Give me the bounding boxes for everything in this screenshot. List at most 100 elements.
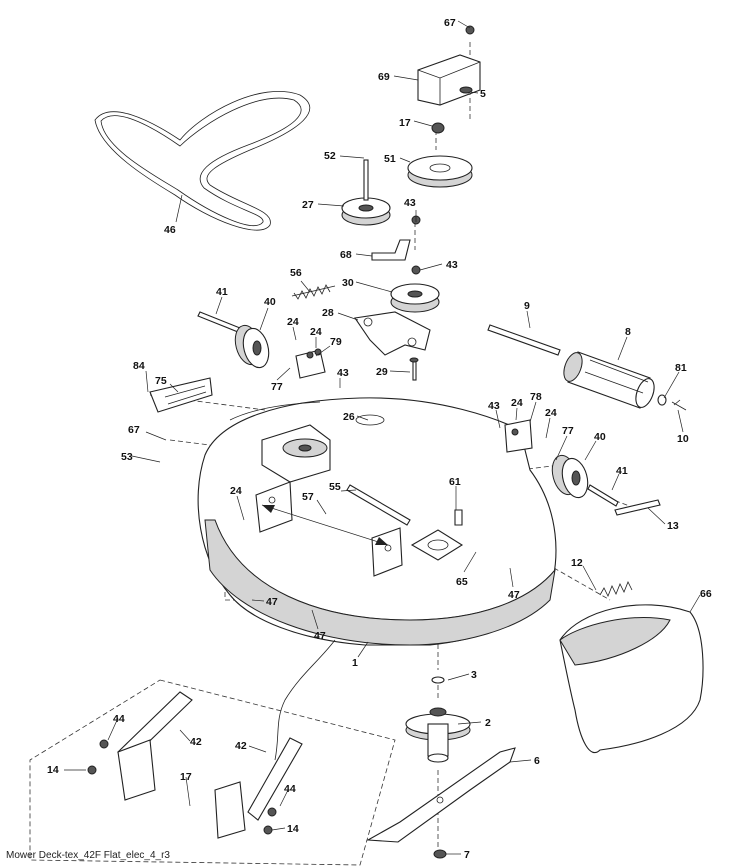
callout-47-left: 47	[266, 596, 278, 608]
callout-44-left: 44	[113, 713, 125, 725]
callout-3: 3	[471, 669, 477, 681]
callout-13: 13	[667, 520, 679, 532]
blade-bolt-part-7	[433, 849, 447, 859]
callout-41-left: 41	[216, 286, 228, 298]
callout-1: 1	[352, 657, 358, 669]
callout-81: 81	[675, 362, 687, 374]
callout-24-a: 24	[287, 316, 299, 328]
callout-67-top: 67	[444, 17, 456, 29]
callout-44-right: 44	[284, 783, 296, 795]
callout-78: 78	[530, 391, 542, 403]
callout-10: 10	[677, 433, 689, 445]
rod-part-13	[614, 499, 661, 516]
callout-9: 9	[524, 300, 530, 312]
callout-26: 26	[343, 411, 355, 423]
link-part-55	[346, 484, 411, 526]
idler-pulley-part-27	[341, 159, 391, 226]
callout-47-mid: 47	[314, 630, 326, 642]
callout-40-right: 40	[594, 431, 606, 443]
bracket-part-68	[371, 239, 411, 261]
callout-14-left: 14	[47, 764, 59, 776]
callout-55: 55	[329, 481, 341, 493]
pulley-cover-part-69	[417, 54, 481, 106]
bracket-part-61	[454, 509, 463, 526]
callout-27: 27	[302, 199, 314, 211]
callout-52: 52	[324, 150, 336, 162]
axle-bolt-part-41-right	[587, 484, 619, 507]
callout-56: 56	[290, 267, 302, 279]
callout-46: 46	[164, 224, 176, 236]
callout-labels: 67 69 5 17 51 52 27 43 46 68 43 56 30 9 …	[47, 17, 712, 861]
diagram-caption: Mower Deck-tex_42F Flat_elec_4_r3	[6, 850, 170, 861]
mower-blade-part-6	[366, 747, 516, 843]
callout-17-top: 17	[399, 117, 411, 129]
callout-5: 5	[480, 88, 486, 100]
discharge-chute-part-66	[559, 604, 704, 753]
deflector-part-75	[149, 377, 213, 413]
hanger-bracket-part-42-left	[87, 691, 193, 801]
spindle-mount-plate	[410, 529, 464, 561]
nut-part-67-top	[465, 25, 475, 35]
callout-66: 66	[700, 588, 712, 600]
callout-40-left: 40	[264, 296, 276, 308]
gauge-wheel-part-40-right	[551, 454, 589, 499]
leader-lines	[64, 20, 701, 855]
callout-43-a: 43	[404, 197, 416, 209]
callout-24-d: 24	[545, 407, 557, 419]
callout-43-b: 43	[446, 259, 458, 271]
callout-75: 75	[155, 375, 167, 387]
callout-42-right: 42	[235, 740, 247, 752]
callout-79: 79	[330, 336, 342, 348]
width-double-arrow	[261, 504, 389, 546]
deck-roller-part-8	[563, 351, 655, 409]
callout-12: 12	[571, 557, 583, 569]
callout-29: 29	[376, 366, 388, 378]
callout-57: 57	[302, 491, 314, 503]
callout-17-bottom: 17	[180, 771, 192, 783]
callout-53: 53	[121, 451, 133, 463]
callout-43-d: 43	[488, 400, 500, 412]
callout-28: 28	[322, 307, 334, 319]
callout-84: 84	[133, 360, 145, 372]
callout-14-right: 14	[287, 823, 299, 835]
callout-77-right: 77	[562, 425, 574, 437]
callout-67-left: 67	[128, 424, 140, 436]
callout-68: 68	[340, 249, 352, 261]
callout-8: 8	[625, 326, 631, 338]
callout-7: 7	[464, 849, 470, 861]
gauge-wheel-part-40-left	[234, 324, 270, 369]
belt-guard-pulley-housing	[261, 424, 331, 483]
spindle-part-2	[405, 707, 471, 763]
callout-42-left: 42	[190, 736, 202, 748]
pulley-part-51	[407, 122, 473, 188]
rear-bracket-part-78	[504, 419, 533, 453]
callout-30: 30	[342, 277, 354, 289]
callout-6: 6	[534, 755, 540, 767]
callout-24-c: 24	[511, 397, 523, 409]
wheel-bracket-part-79	[295, 348, 326, 379]
washer-part-3	[431, 676, 445, 684]
v-belt-part-46	[94, 91, 311, 231]
callout-77-left: 77	[271, 381, 283, 393]
callout-47-right: 47	[508, 589, 520, 601]
callout-24-e: 24	[230, 485, 242, 497]
idler-pulley-part-30	[390, 215, 440, 313]
bolt-part-29	[409, 357, 419, 381]
callout-24-b: 24	[310, 326, 322, 338]
callout-65: 65	[456, 576, 468, 588]
spring-part-56	[291, 284, 336, 300]
callout-43-c: 43	[337, 367, 349, 379]
callout-61: 61	[449, 476, 461, 488]
lift-cable	[274, 639, 336, 761]
mower-deck-shell-part-1	[197, 397, 557, 646]
callout-51: 51	[384, 153, 396, 165]
pin-part-10	[671, 399, 687, 411]
callout-69: 69	[378, 71, 390, 83]
callout-41-right: 41	[616, 465, 628, 477]
axle-rod-part-9	[487, 324, 561, 356]
callout-2: 2	[485, 717, 491, 729]
idler-arm-part-28	[354, 311, 431, 356]
extension-spring-part-12	[599, 581, 633, 597]
